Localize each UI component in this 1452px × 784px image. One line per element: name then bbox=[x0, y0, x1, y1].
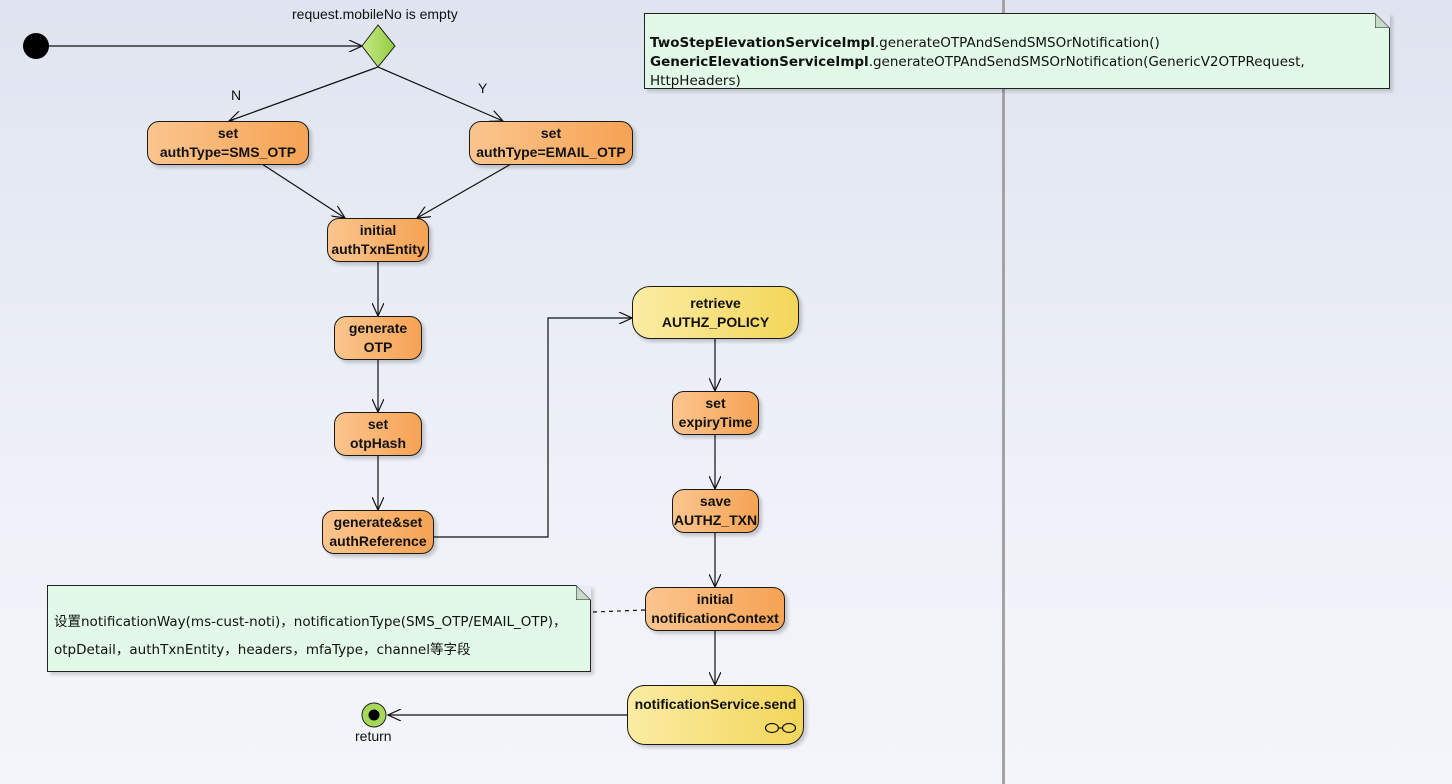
action-line: set bbox=[705, 395, 726, 411]
branch-no-label: N bbox=[231, 87, 242, 103]
method-signature: .generateOTPAndSendSMSOrNotification() bbox=[874, 35, 1160, 51]
action-line: initial bbox=[696, 591, 734, 607]
flow-email-to-initial[interactable] bbox=[417, 163, 512, 218]
action-line: generate bbox=[348, 320, 408, 336]
initial-node[interactable] bbox=[23, 33, 49, 59]
call-behavior-icon bbox=[764, 722, 797, 734]
method-signature: .generateOTPAndSendSMSOrNotification(Gen… bbox=[650, 54, 1305, 89]
note-line: otpDetail，authTxnEntity，headers，mfaType，… bbox=[54, 642, 471, 658]
flow-decision-yes[interactable] bbox=[377, 66, 503, 121]
action-line: AUTHZ_POLICY bbox=[661, 313, 770, 330]
action-generate-otp[interactable]: generate OTP bbox=[334, 316, 422, 360]
flow-genref-to-retrieve[interactable] bbox=[433, 318, 632, 538]
class-name: GenericElevationServiceImpl bbox=[650, 54, 869, 70]
note-line: GenericElevationServiceImpl.generateOTPA… bbox=[650, 53, 1389, 91]
action-initial-notificationcontext[interactable]: initial notificationContext bbox=[645, 587, 785, 631]
action-line: expiryTime bbox=[678, 414, 753, 430]
swimlane-divider[interactable] bbox=[1002, 0, 1005, 784]
action-line: set bbox=[217, 125, 239, 141]
action-line: authReference bbox=[329, 533, 427, 549]
action-line: retrieve bbox=[690, 294, 741, 311]
action-line: AUTHZ_TXN bbox=[673, 512, 758, 528]
note-line: 设置notificationWay(ms-cust-noti)，notifica… bbox=[54, 614, 567, 630]
decision-node[interactable] bbox=[361, 24, 396, 68]
branch-yes-label: Y bbox=[478, 80, 488, 96]
action-line: save bbox=[699, 493, 732, 509]
action-line: authType=EMAIL_OTP bbox=[476, 144, 626, 160]
final-node-label: return bbox=[355, 728, 392, 744]
action-line: authTxnEntity bbox=[331, 241, 425, 257]
action-notificationservice-send[interactable]: notificationService.send bbox=[627, 685, 804, 745]
note-anchor-link[interactable] bbox=[592, 609, 646, 613]
action-retrieve-authz-policy[interactable]: retrieve AUTHZ_POLICY bbox=[632, 286, 799, 339]
class-name: TwoStepElevationServiceImpl bbox=[650, 35, 875, 51]
action-line: set bbox=[540, 125, 562, 141]
action-line: otpHash bbox=[350, 435, 406, 451]
action-initial-authtxnentity[interactable]: initial authTxnEntity bbox=[327, 218, 429, 262]
action-save-authz-txn[interactable]: save AUTHZ_TXN bbox=[672, 489, 759, 533]
action-set-authtype-email[interactable]: set authType=EMAIL_OTP bbox=[469, 121, 633, 165]
action-line: OTP bbox=[363, 339, 393, 355]
action-line: set bbox=[367, 416, 389, 432]
action-generate-set-authreference[interactable]: generate&set authReference bbox=[322, 510, 434, 554]
note-line: TwoStepElevationServiceImpl.generateOTPA… bbox=[650, 34, 1389, 53]
action-line: authType=SMS_OTP bbox=[159, 144, 297, 160]
note-method-signatures[interactable]: TwoStepElevationServiceImpl.generateOTPA… bbox=[644, 13, 1390, 89]
decision-guard-label: request.mobileNo is empty bbox=[292, 6, 458, 22]
action-set-authtype-sms[interactable]: set authType=SMS_OTP bbox=[147, 121, 309, 165]
action-set-otphash[interactable]: set otpHash bbox=[334, 412, 422, 456]
note-notification-context-fields[interactable]: 设置notificationWay(ms-cust-noti)，notifica… bbox=[47, 585, 591, 672]
final-node[interactable] bbox=[361, 702, 387, 728]
note-fold-icon bbox=[576, 585, 591, 600]
action-line: generate&set bbox=[333, 514, 423, 530]
action-set-expirytime[interactable]: set expiryTime bbox=[672, 391, 759, 435]
flow-decision-no[interactable] bbox=[229, 66, 379, 121]
action-line: notificationContext bbox=[651, 610, 779, 626]
note-fold-icon bbox=[1375, 13, 1390, 28]
flow-sms-to-initial[interactable] bbox=[261, 163, 345, 218]
action-line: notificationService.send bbox=[634, 696, 797, 712]
action-line: initial bbox=[359, 222, 397, 238]
